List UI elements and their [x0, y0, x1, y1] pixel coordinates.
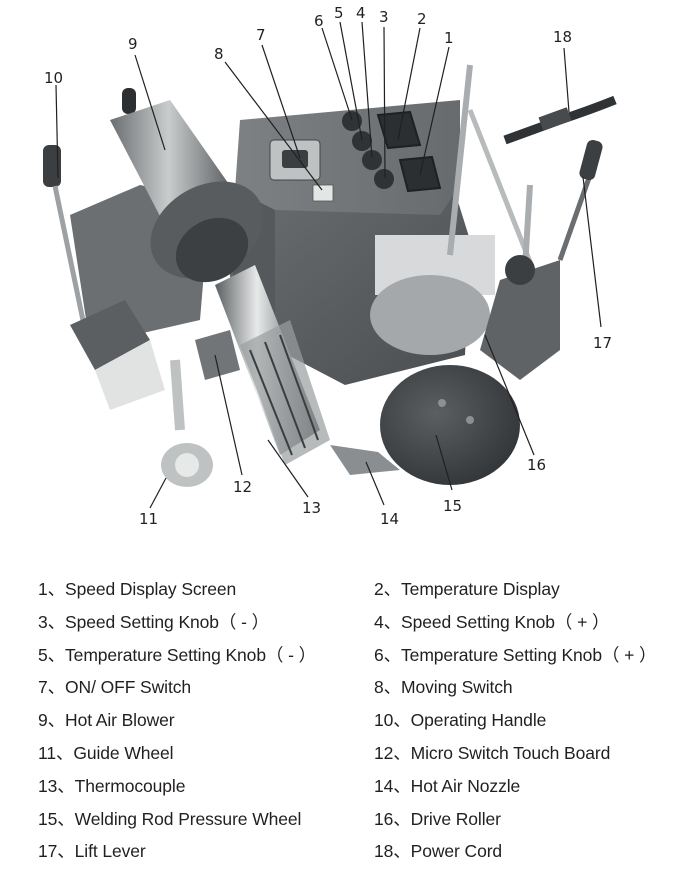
legend-item-1: 1、Speed Display Screen [38, 579, 237, 599]
leader-5 [339, 21, 363, 141]
machine-diagram: 1 2 3 4 5 6 7 8 9 10 11 12 13 14 15 16 1… [43, 4, 617, 528]
legend-row: 11、Guide Wheel 12、Micro Switch Touch Boa… [38, 740, 685, 773]
pressure-wheel-shape [370, 235, 520, 485]
callout-12: 12 [233, 478, 252, 496]
leader-1 [419, 46, 450, 176]
legend-item-8: 8、Moving Switch [374, 677, 513, 698]
leader-16 [484, 334, 535, 456]
leader-2 [397, 27, 421, 141]
legend-item-14: 14、Hot Air Nozzle [374, 775, 521, 796]
leader-13 [267, 439, 309, 498]
legend-item-18: 18、Power Cord [374, 841, 503, 862]
legend-item-6: 6、Temperature Setting Knob（ + ） [374, 644, 657, 665]
callout-16: 16 [527, 456, 546, 474]
legend-row: 1、Speed Display Screen 2、Temperature Dis… [38, 576, 685, 609]
callout-7: 7 [256, 26, 266, 44]
callout-17: 17 [593, 334, 612, 352]
leader-9 [134, 54, 166, 151]
callout-4: 4 [356, 4, 366, 22]
leader-3 [383, 26, 386, 179]
legend-item-9: 9、Hot Air Blower [38, 710, 175, 731]
legend-row: 13、Thermocouple 14、Hot Air Nozzle [38, 773, 685, 806]
leader-10 [55, 84, 59, 179]
legend-item-10: 10、Operating Handle [374, 710, 547, 731]
legend-item-11: 11、Guide Wheel [38, 742, 174, 763]
knob-3 [374, 169, 394, 189]
legend-item-15: 15、Welding Rod Pressure Wheel [38, 808, 302, 829]
legend-item-4: 4、Speed Setting Knob（ + ） [374, 611, 610, 632]
knob-4 [362, 150, 382, 170]
hot-air-blower-shape [110, 88, 264, 283]
callout-15: 15 [443, 497, 462, 515]
callout-8: 8 [214, 45, 224, 63]
legend-item-5: 5、Temperature Setting Knob（ - ） [38, 644, 317, 665]
legend-item-13: 13、Thermocouple [38, 775, 186, 796]
leader-4 [361, 21, 373, 159]
leader-14 [365, 461, 385, 506]
legend-item-12: 12、Micro Switch Touch Board [374, 742, 611, 763]
leader-7 [261, 44, 301, 159]
callout-18: 18 [553, 28, 572, 46]
parts-legend: 1、Speed Display Screen 2、Temperature Dis… [38, 576, 685, 871]
leader-lines [55, 21, 602, 509]
leader-11 [149, 477, 167, 509]
callout-numbers: 1 2 3 4 5 6 7 8 9 10 11 12 13 14 15 16 1… [44, 4, 612, 528]
guide-wheel-shape [161, 359, 213, 487]
legend-row: 17、Lift Lever 18、Power Cord [38, 838, 685, 871]
leader-8 [224, 61, 323, 191]
legend-row: 3、Speed Setting Knob（ - ） 4、Speed Settin… [38, 609, 685, 642]
micro-switch-board-shape [195, 330, 240, 380]
legend-row: 5、Temperature Setting Knob（ - ） 6、Temper… [38, 642, 685, 675]
leader-6 [321, 27, 353, 121]
machine-illustration [43, 64, 617, 487]
callout-10: 10 [44, 69, 63, 87]
callout-1: 1 [444, 29, 454, 47]
legend-row: 15、Welding Rod Pressure Wheel 16、Drive R… [38, 806, 685, 839]
leader-18 [563, 47, 570, 113]
legend-item-17: 17、Lift Lever [38, 841, 146, 862]
callout-11: 11 [139, 510, 158, 528]
legend-item-16: 16、Drive Roller [374, 808, 501, 829]
switch-rocker [282, 150, 308, 168]
power-cord-shape [503, 95, 617, 145]
callout-14: 14 [380, 510, 399, 528]
callout-6: 6 [314, 12, 324, 30]
hot-air-nozzle-shape [330, 445, 400, 475]
legend-row: 7、ON/ OFF Switch 8、Moving Switch [38, 674, 685, 707]
callout-3: 3 [379, 8, 389, 26]
knob-5 [352, 131, 372, 151]
callout-2: 2 [417, 10, 427, 28]
legend-item-7: 7、ON/ OFF Switch [38, 677, 192, 698]
callout-9: 9 [128, 35, 138, 53]
callout-13: 13 [302, 499, 321, 517]
leader-12 [214, 354, 243, 476]
leader-15 [435, 434, 453, 491]
legend-item-2: 2、Temperature Display [374, 579, 560, 599]
moving-switch-shape [312, 184, 334, 202]
legend-item-3: 3、Speed Setting Knob（ - ） [38, 611, 269, 632]
frame-and-lift-lever-shape [447, 64, 603, 380]
heating-tube-shape [215, 265, 330, 465]
operating-handle-shape [43, 145, 165, 410]
leader-17 [582, 176, 602, 328]
legend-row: 9、Hot Air Blower 10、Operating Handle [38, 707, 685, 740]
callout-5: 5 [334, 4, 344, 22]
